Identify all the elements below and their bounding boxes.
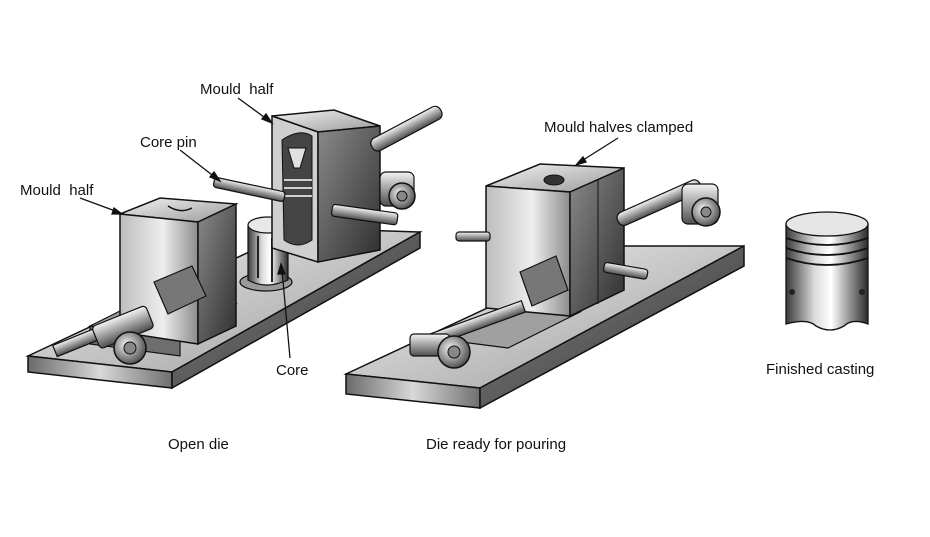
- closed-die-base-side: [479, 244, 745, 410]
- side-pin-right: [603, 261, 649, 280]
- open-die-assembly: [25, 105, 443, 390]
- closed-die-assembly: [343, 163, 745, 410]
- label-mould-half-top: Mould half: [200, 81, 274, 98]
- annotation-leaders: [79, 97, 619, 359]
- open-die-base-side: [171, 230, 421, 390]
- label-core-pin: Core pin: [140, 134, 197, 151]
- caption-open-die: Open die: [168, 436, 229, 453]
- top-cylinder-rod: [370, 105, 443, 152]
- label-mould-half-left: Mould half: [20, 182, 94, 199]
- core-pin-right: [330, 203, 399, 226]
- label-mould-halves-clamped: Mould halves clamped: [544, 119, 693, 136]
- label-core: Core: [276, 362, 309, 379]
- clamped-mould-block: [485, 163, 625, 318]
- finished-casting-piston: [785, 211, 869, 331]
- right-mould-half: [271, 109, 381, 264]
- side-pin-left: [455, 231, 491, 242]
- label-finished-casting: Finished casting: [766, 361, 874, 378]
- core-pin-left: [212, 177, 286, 202]
- caption-die-ready: Die ready for pouring: [426, 436, 566, 453]
- pouring-hole: [543, 174, 565, 186]
